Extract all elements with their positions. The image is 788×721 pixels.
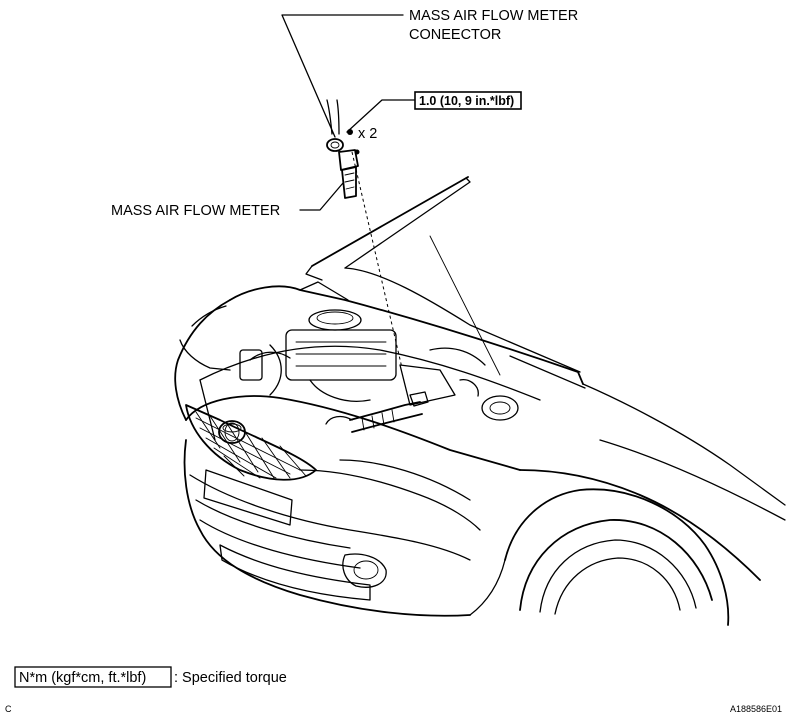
legend-description: : Specified torque (174, 670, 287, 686)
torque-legend: N*m (kgf*cm, ft.*lbf) : Specified torque (14, 666, 287, 688)
connector-label-line2: CONEECTOR (409, 27, 501, 43)
torque-callout: 1.0 (10, 9 in.*lbf) (414, 91, 522, 110)
torque-value-label: 1.0 (10, 9 in.*lbf) (419, 94, 514, 108)
meter-leader-line (299, 182, 344, 211)
figure-id: A188586E01 (730, 704, 782, 714)
engine-components (239, 309, 519, 433)
torque-leader-line (346, 99, 415, 133)
legend-unit-box-text: N*m (kgf*cm, ft.*lbf) (19, 670, 146, 686)
connector-label-line1: MASS AIR FLOW METER (409, 8, 578, 24)
footer-left-code: C (5, 704, 12, 714)
installation-dashed-line (351, 151, 403, 369)
connector-leader-line (281, 14, 404, 138)
front-grille (185, 404, 317, 481)
mass-air-flow-meter-connector (326, 99, 360, 155)
mass-air-flow-meter (338, 149, 359, 199)
car-illustration (174, 176, 786, 626)
meter-label: MASS AIR FLOW METER (111, 203, 280, 219)
bolt-quantity-label: x 2 (358, 126, 377, 142)
